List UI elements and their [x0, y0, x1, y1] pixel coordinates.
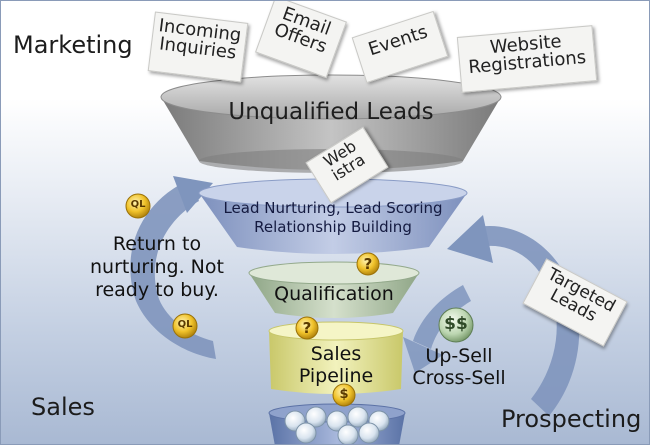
ql-badge-bottom: [172, 313, 198, 339]
upsell-line: Cross-Sell: [412, 367, 506, 389]
nurturing-line: Relationship Building: [254, 218, 412, 236]
question-badge-qualification: [356, 252, 380, 276]
pipeline-line: Pipeline: [298, 365, 374, 387]
pipeline-label: Sales Pipeline: [269, 343, 403, 387]
question-qualification-text: ?: [363, 255, 373, 273]
prospecting-label: Prospecting: [501, 405, 642, 433]
ql-badge-bottom-text: QL: [177, 319, 193, 330]
upsell-line: Up-Sell: [425, 345, 493, 367]
unqualified-leads-label: Unqualified Leads: [228, 99, 434, 125]
marketing-label: Marketing: [13, 31, 133, 59]
pipeline-line: Sales: [310, 343, 362, 365]
unqualified-leads-funnel: [160, 74, 502, 173]
nurturing-line: Lead Nurturing, Lead Scoring: [223, 199, 443, 217]
return-to-nurturing-text: Return to nurturing. Not ready to buy.: [67, 233, 247, 302]
lead-source-note-website: Website Registrations: [456, 25, 598, 93]
return-note-line: Return to: [112, 233, 202, 255]
coin-jar: [268, 403, 406, 444]
return-note-line: nurturing. Not: [90, 256, 224, 278]
ql-badge-top-text: QL: [130, 199, 146, 210]
question-pipeline-text: ?: [302, 319, 312, 337]
dollar-coin-pipeline: [332, 383, 356, 407]
return-loop-arrow: [130, 176, 216, 359]
dollar-pipeline-text: $: [339, 387, 349, 402]
dollars-upsell-text: $$: [444, 314, 468, 334]
qualification-label: Qualification: [274, 283, 394, 305]
return-note-line: ready to buy.: [95, 279, 219, 301]
question-badge-pipeline: [295, 316, 319, 340]
upsell-crosssell-text: Up-Sell Cross-Sell: [409, 345, 509, 389]
ql-badge-top: [125, 193, 151, 219]
lead-source-note-inquiries: Incoming Inquiries: [147, 11, 249, 83]
nurturing-label: Lead Nurturing, Lead Scoring Relationshi…: [201, 199, 465, 237]
coin-pile: [284, 406, 390, 444]
dollar-coin-upsell: [438, 307, 474, 343]
sales-label: Sales: [31, 393, 95, 421]
